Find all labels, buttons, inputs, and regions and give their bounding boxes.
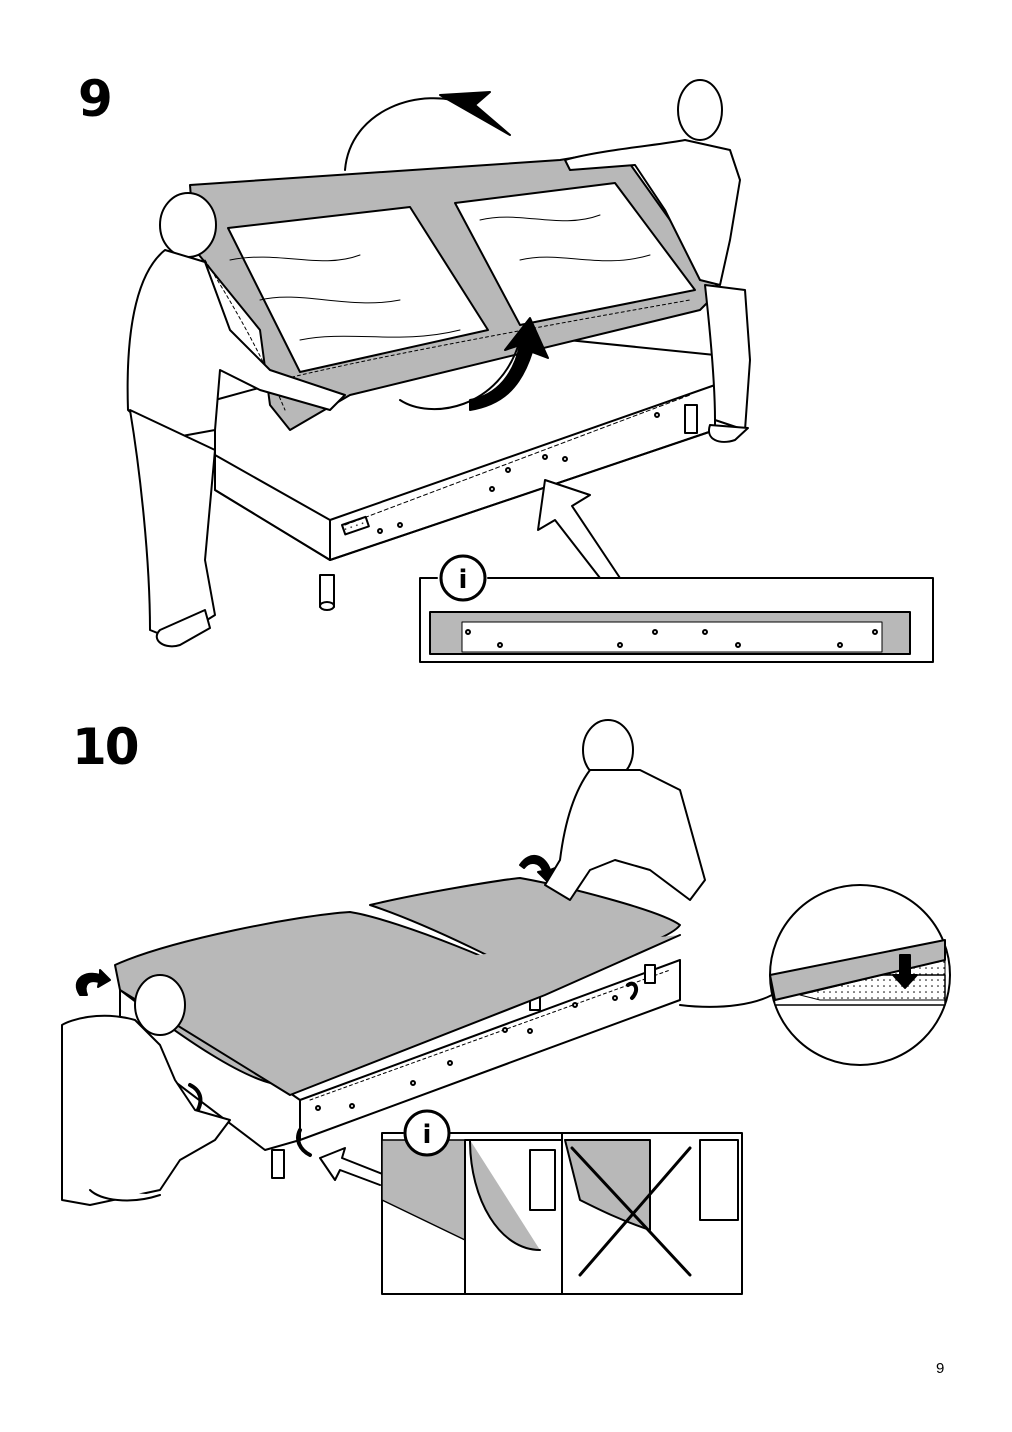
info-box-step-9	[419, 577, 934, 663]
page-number: 9	[936, 1360, 945, 1377]
step-10-number: 10	[72, 718, 140, 776]
info-icon-symbol: i	[459, 565, 468, 595]
cross-mark-icon	[570, 1146, 692, 1277]
info-box-step-10	[381, 1132, 743, 1295]
pointer-arrow-icon	[537, 479, 621, 579]
sofa-cover	[189, 149, 721, 431]
detail-magnifier	[679, 884, 951, 1066]
person-left	[126, 192, 346, 648]
step-9-number: 9	[78, 70, 113, 128]
pointer-arrow-icon	[319, 1147, 386, 1186]
person-right	[564, 79, 751, 443]
info-icon	[439, 554, 487, 602]
rotate-arrow-icon	[344, 91, 549, 411]
info-icon-symbol: i	[423, 1120, 432, 1150]
info-icon	[403, 1109, 451, 1157]
step-9-illustration	[126, 79, 934, 663]
person-kneeling-right	[544, 719, 706, 901]
rotate-arrow-icon	[75, 855, 639, 1157]
step-10-illustration	[61, 719, 951, 1295]
seat-cushions	[114, 877, 681, 1096]
person-kneeling-left	[61, 974, 231, 1206]
